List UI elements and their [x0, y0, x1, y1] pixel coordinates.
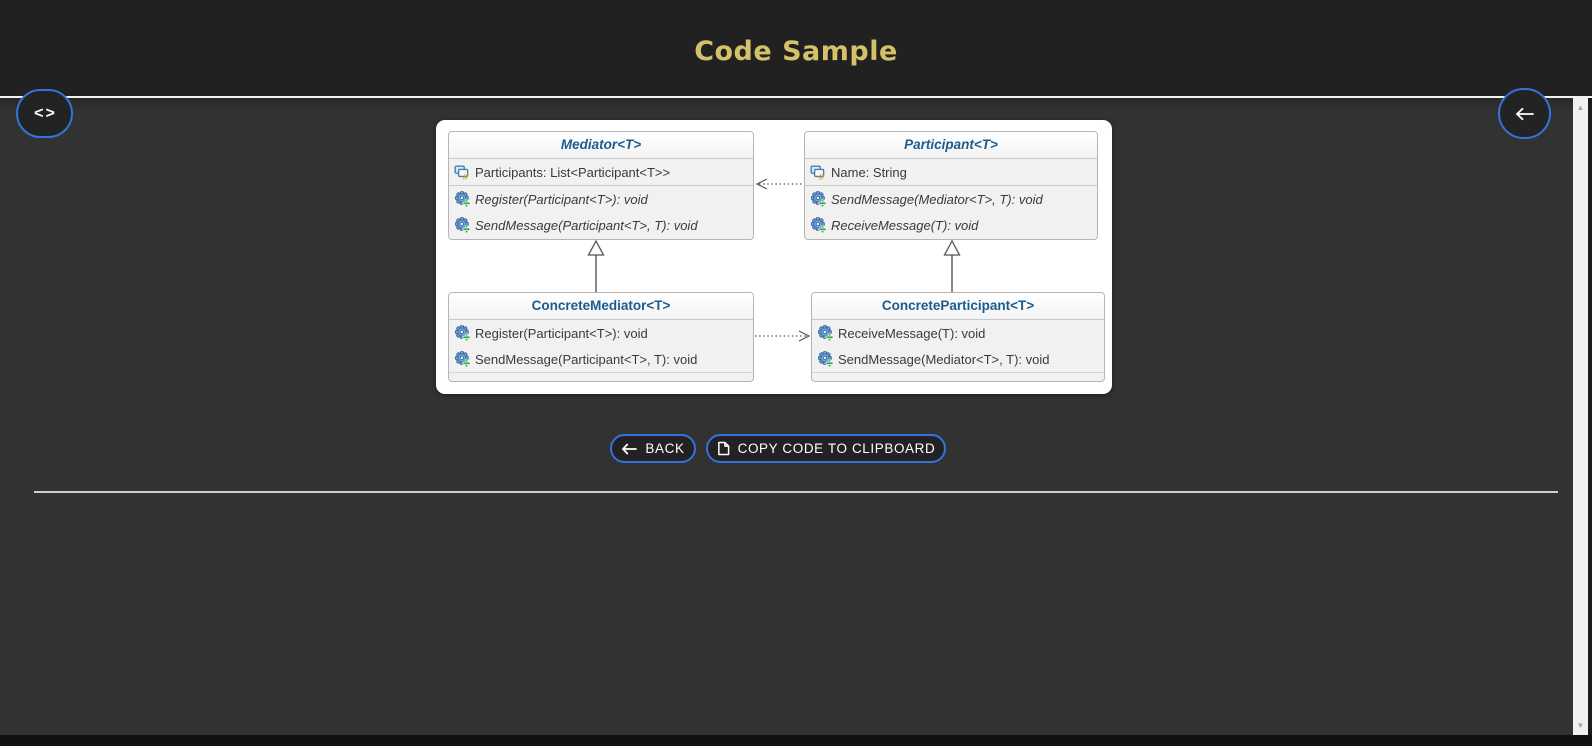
method-text: SendMessage(Mediator<T>, T): void — [838, 351, 1050, 367]
class-box-participant: Participant<T> # Name: String SendMessage… — [804, 131, 1098, 240]
empty-compartment — [812, 372, 1104, 381]
method-icon — [454, 351, 470, 367]
window-bottom-edge — [0, 735, 1592, 746]
svg-text:#: # — [463, 172, 469, 180]
scroll-up-button[interactable]: ▲ — [1576, 103, 1585, 112]
method-text: ReceiveMessage(T): void — [838, 325, 986, 341]
page-title: Code Sample — [694, 36, 898, 67]
field-text: Participants: List<Participant<T>> — [475, 164, 671, 180]
method-icon — [454, 217, 470, 233]
code-icon: <> — [34, 104, 57, 122]
scrollbar[interactable]: ▲ ▼ — [1573, 98, 1588, 735]
left-arrow-icon — [621, 443, 638, 455]
field-row: # Participants: List<Participant<T>> — [449, 159, 753, 185]
svg-text:#: # — [819, 172, 825, 180]
class-title: Mediator<T> — [449, 132, 753, 159]
field-icon: # — [810, 164, 826, 180]
copy-code-button[interactable]: COPY CODE TO CLIPBOARD — [706, 434, 946, 463]
header: Code Sample — [0, 0, 1592, 96]
window-right-edge — [1588, 96, 1592, 735]
method-icon — [810, 217, 826, 233]
method-text: SendMessage(Participant<T>, T): void — [475, 217, 698, 233]
content-top-shadow — [0, 98, 1592, 112]
back-circle-button[interactable] — [1498, 88, 1551, 139]
method-icon — [810, 191, 826, 207]
relationship-arrows — [587, 178, 961, 342]
section-divider — [34, 491, 1558, 493]
method-row: ReceiveMessage(T): void — [805, 212, 1097, 238]
method-row: Register(Participant<T>): void — [449, 186, 753, 212]
copy-code-button-label: COPY CODE TO CLIPBOARD — [737, 441, 936, 456]
method-icon — [817, 325, 833, 341]
field-row: # Name: String — [805, 159, 1097, 185]
scroll-down-button[interactable]: ▼ — [1576, 721, 1585, 730]
class-box-concrete-participant: ConcreteParticipant<T> ReceiveMessage(T)… — [811, 292, 1105, 382]
class-title: ConcreteParticipant<T> — [812, 293, 1104, 320]
back-button-label: BACK — [645, 441, 685, 456]
method-row: SendMessage(Mediator<T>, T): void — [805, 186, 1097, 212]
method-icon — [817, 351, 833, 367]
method-row: Register(Participant<T>): void — [449, 320, 753, 346]
diagram-panel: Mediator<T> # Participants: List<Particip… — [436, 120, 1112, 394]
left-arrow-icon — [1515, 107, 1535, 121]
method-row: SendMessage(Participant<T>, T): void — [449, 212, 753, 238]
method-row: SendMessage(Participant<T>, T): void — [449, 346, 753, 372]
field-icon: # — [454, 164, 470, 180]
class-title: ConcreteMediator<T> — [449, 293, 753, 320]
method-text: Register(Participant<T>): void — [475, 191, 648, 207]
class-box-concrete-mediator: ConcreteMediator<T> Register(Participant… — [448, 292, 754, 382]
method-icon — [454, 191, 470, 207]
document-icon — [717, 441, 730, 456]
back-button[interactable]: BACK — [610, 434, 696, 463]
method-text: SendMessage(Mediator<T>, T): void — [831, 191, 1043, 207]
method-row: ReceiveMessage(T): void — [812, 320, 1104, 346]
method-text: ReceiveMessage(T): void — [831, 217, 979, 233]
method-icon — [454, 325, 470, 341]
method-row: SendMessage(Mediator<T>, T): void — [812, 346, 1104, 372]
fields-compartment: # Participants: List<Participant<T>> — [449, 159, 753, 186]
fields-compartment: # Name: String — [805, 159, 1097, 186]
field-text: Name: String — [831, 164, 907, 180]
code-toggle-button[interactable]: <> — [16, 89, 73, 138]
class-title: Participant<T> — [805, 132, 1097, 159]
header-divider — [0, 96, 1592, 98]
method-text: SendMessage(Participant<T>, T): void — [475, 351, 698, 367]
empty-compartment — [449, 372, 753, 381]
class-box-mediator: Mediator<T> # Participants: List<Particip… — [448, 131, 754, 240]
method-text: Register(Participant<T>): void — [475, 325, 648, 341]
